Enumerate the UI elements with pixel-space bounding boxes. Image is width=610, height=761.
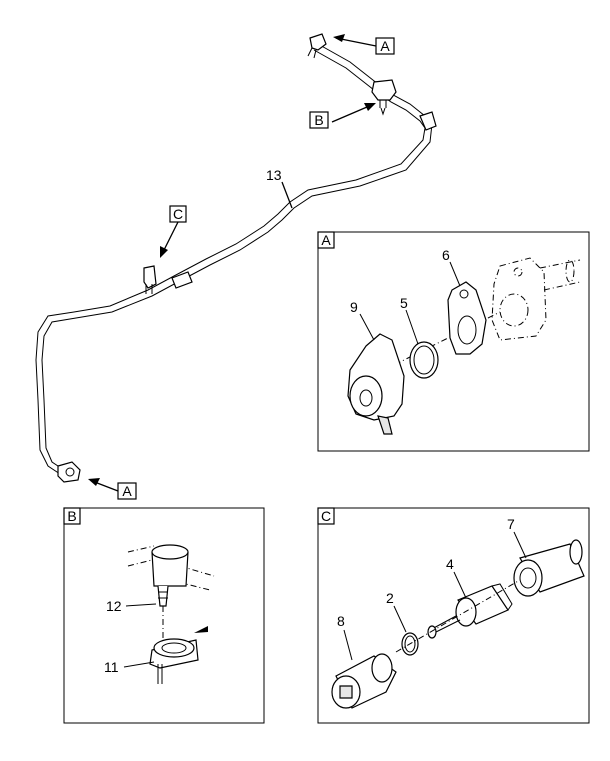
- item-4-label: 4: [446, 556, 454, 572]
- hose-assembly: [35, 33, 437, 483]
- item-11-label: 11: [104, 659, 119, 675]
- item-6-label: 6: [442, 247, 450, 263]
- callout-a-bottom: A: [117, 482, 137, 500]
- callout-arrows: [88, 34, 377, 492]
- callout-b-top: B: [309, 111, 329, 129]
- callout-a-bottom-label: A: [122, 483, 132, 499]
- panel-b-tag: B: [67, 508, 76, 524]
- item-9-label: 9: [350, 299, 358, 315]
- item-2-label: 2: [386, 590, 394, 606]
- item-12-label: 12: [106, 598, 122, 614]
- callout-c-top: C: [169, 205, 187, 223]
- callout-a-top-label: A: [380, 38, 390, 54]
- item-13-label: 13: [266, 167, 282, 183]
- panel-a: A 9 5 6: [317, 231, 590, 452]
- panel-a-tag: A: [321, 232, 331, 248]
- panel-c: C 7 4 2 8: [317, 507, 590, 724]
- callout-c-top-label: C: [173, 206, 183, 222]
- item-5-label: 5: [400, 295, 408, 311]
- callout-a-top: A: [375, 37, 395, 55]
- callout-b-top-label: B: [314, 112, 323, 128]
- panel-c-tag: C: [321, 508, 331, 524]
- item-7-label: 7: [507, 516, 515, 532]
- item-8-label: 8: [337, 613, 345, 629]
- panel-b: B 12 11: [63, 507, 265, 724]
